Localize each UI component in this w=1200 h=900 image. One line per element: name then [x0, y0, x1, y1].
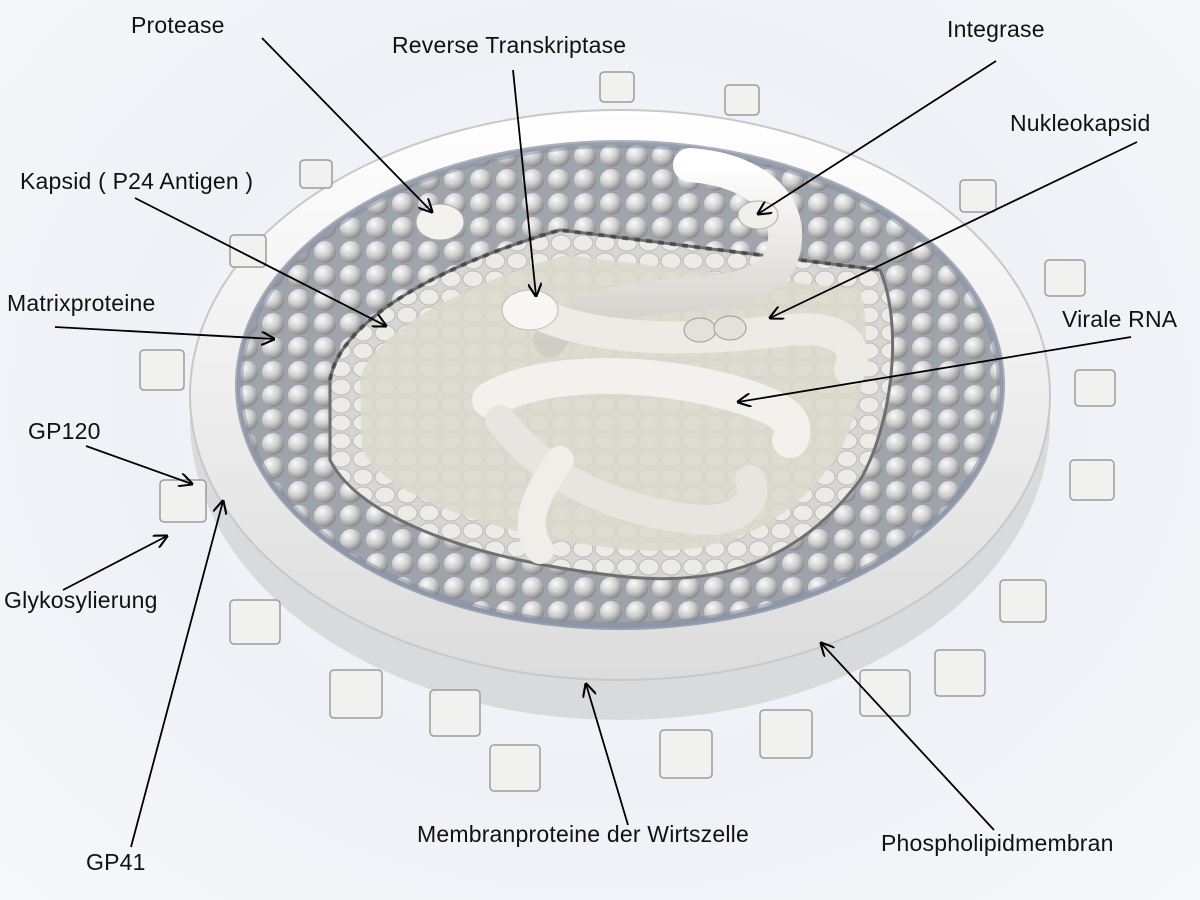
- arrow-phospholipidmembran: [821, 643, 995, 831]
- label-matrixproteine: Matrixproteine: [7, 290, 156, 316]
- arrow-kapsid: [134, 197, 386, 326]
- arrow-nukleokapsid: [770, 141, 1138, 318]
- envelope-spikes: [139, 71, 1116, 792]
- arrow-integrase: [758, 60, 997, 214]
- label-gp120: GP120: [28, 418, 101, 444]
- label-membranproteine: Membranproteine der Wirtszelle: [417, 821, 749, 847]
- label-gp41: GP41: [86, 849, 146, 875]
- arrow-glykosylierung: [62, 536, 167, 591]
- arrow-membranproteine: [586, 684, 629, 826]
- arrow-gp120: [85, 445, 192, 484]
- arrow-virale-rna: [738, 336, 1132, 402]
- label-virale-rna: Virale RNA: [1062, 306, 1178, 332]
- arrow-matrixproteine: [54, 326, 274, 339]
- label-kapsid: Kapsid ( P24 Antigen ): [20, 168, 254, 194]
- label-reverse-transkriptase: Reverse Transkriptase: [392, 32, 627, 58]
- label-glykosylierung: Glykosylierung: [4, 587, 158, 613]
- label-nukleokapsid: Nukleokapsid: [1010, 110, 1151, 136]
- label-protease: Protease: [131, 12, 225, 38]
- arrow-reverse-transkriptase: [512, 69, 536, 296]
- arrow-protease: [261, 37, 432, 212]
- label-phospholipidmembran: Phospholipidmembran: [881, 830, 1114, 856]
- annotation-arrows: [54, 37, 1138, 848]
- viral-rna-shape: [415, 148, 869, 564]
- arrow-gp41: [130, 501, 223, 848]
- label-integrase: Integrase: [947, 16, 1045, 42]
